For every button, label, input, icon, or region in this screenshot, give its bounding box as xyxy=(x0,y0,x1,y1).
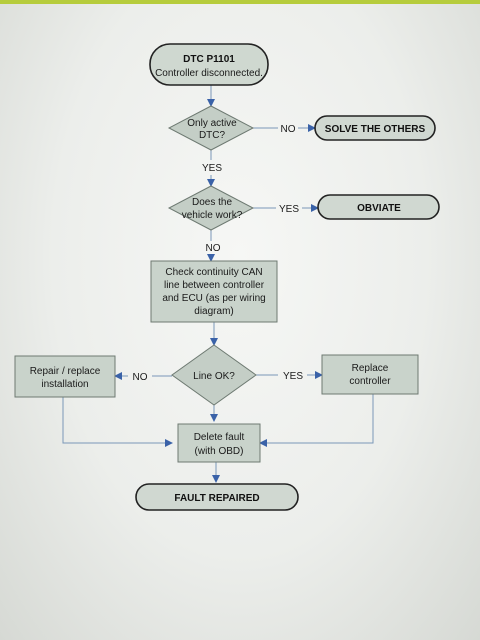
svg-text:OBVIATE: OBVIATE xyxy=(357,203,401,214)
svg-text:Only active: Only active xyxy=(187,118,237,129)
start-title: DTC P1101 xyxy=(183,54,235,65)
svg-text:Line OK?: Line OK? xyxy=(193,371,235,382)
start-subtitle: Controller disconnected. xyxy=(155,68,263,79)
svg-text:line between controller: line between controller xyxy=(164,280,265,291)
connectors xyxy=(62,85,374,483)
svg-text:FAULT REPAIRED: FAULT REPAIRED xyxy=(174,493,259,504)
edge-replace-to-delete xyxy=(259,394,374,447)
edge-labels: NO YES YES NO NO YES xyxy=(133,124,304,383)
svg-text:(with OBD): (with OBD) xyxy=(195,446,244,457)
edge-repair-to-delete xyxy=(62,397,173,447)
decision-only-active: Only active DTC? xyxy=(167,105,255,151)
terminal-obviate: OBVIATE xyxy=(317,194,440,220)
svg-text:Does the: Does the xyxy=(192,197,232,208)
terminal-solve-others: SOLVE THE OTHERS xyxy=(314,115,436,141)
svg-text:Check continuity CAN: Check continuity CAN xyxy=(165,267,262,278)
svg-text:installation: installation xyxy=(41,379,88,390)
end-terminal-fault-repaired: FAULT REPAIRED xyxy=(135,483,299,511)
start-terminal: DTC P1101 Controller disconnected. xyxy=(149,43,269,86)
label-vehicle-no: NO xyxy=(206,243,221,254)
label-line-yes: YES xyxy=(283,371,303,382)
process-delete-fault: Delete fault (with OBD) xyxy=(177,423,261,463)
svg-text:controller: controller xyxy=(349,376,391,387)
process-repair-installation: Repair / replace installation xyxy=(14,355,116,398)
label-active-yes: YES xyxy=(202,163,222,174)
process-check-can: Check continuity CAN line between contro… xyxy=(150,260,278,323)
svg-text:Replace: Replace xyxy=(352,363,389,374)
svg-text:DTC?: DTC? xyxy=(199,130,226,141)
process-replace-controller: Replace controller xyxy=(321,354,419,395)
decision-vehicle-works: Does the vehicle work? xyxy=(167,185,255,231)
svg-text:vehicle work?: vehicle work? xyxy=(182,210,243,221)
label-vehicle-yes: YES xyxy=(279,204,299,215)
svg-text:SOLVE THE OTHERS: SOLVE THE OTHERS xyxy=(325,124,426,135)
svg-text:diagram): diagram) xyxy=(194,306,233,317)
svg-text:and ECU (as per wiring: and ECU (as per wiring xyxy=(162,293,265,304)
svg-text:Delete fault: Delete fault xyxy=(194,432,245,443)
label-active-no: NO xyxy=(281,124,296,135)
svg-text:Repair / replace: Repair / replace xyxy=(30,366,101,377)
screen-top-edge xyxy=(0,0,480,4)
decision-line-ok: Line OK? xyxy=(171,344,257,406)
label-line-no: NO xyxy=(133,372,148,383)
